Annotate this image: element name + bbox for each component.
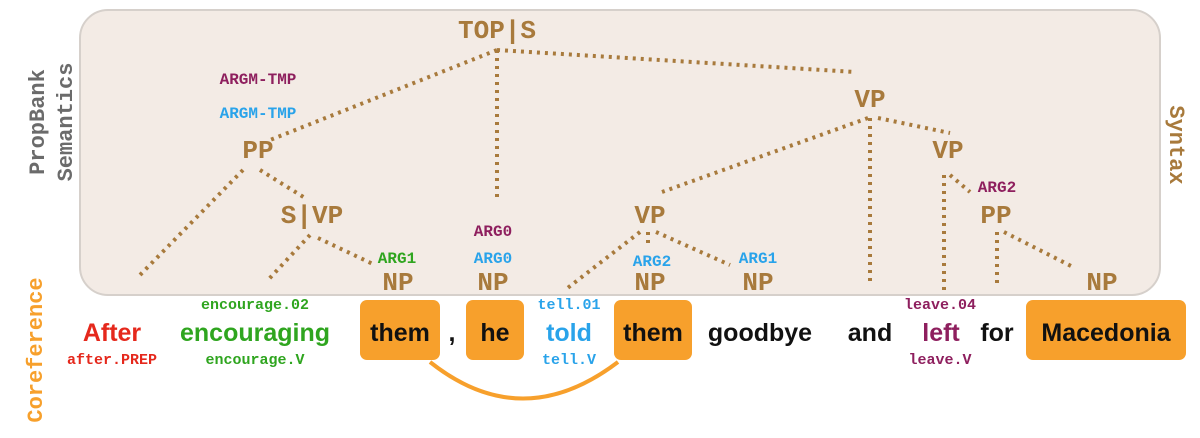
node-pp-for: PP [980,201,1011,231]
node-top-s: TOP|S [458,16,536,46]
arg-argm-tmp-tell: ARGM-TMP [220,105,297,123]
node-np-he: NP [477,268,508,298]
arg-argm-tmp-leave: ARGM-TMP [220,71,297,89]
side-labels: PropBank Semantics Syntax Coreference [24,63,1188,423]
propbank-args: ARGM-TMP ARGM-TMP ARG1 ARG0 ARG0 ARG2 AR… [220,71,1017,271]
word-comma: , [449,319,456,347]
word-them1: them [370,319,430,347]
sense-after-prep: after.PREP [67,352,157,369]
tree-edges [138,48,1076,292]
word-encouraging: encouraging [180,319,330,347]
coref-box-macedonia [1026,300,1186,360]
coref-boxes [360,300,1186,401]
coreference-label: Coreference [24,277,49,422]
node-s-vp: S|VP [281,201,343,231]
coref-box-them2 [614,300,692,360]
syntax-nodes: TOP|S VP PP VP S|VP VP PP NP NP NP NP NP [242,16,1117,298]
sense-encourage-02: encourage.02 [201,297,309,314]
propbank-label: PropBank [26,69,51,175]
sense-labels: encourage.02 after.PREP encourage.V tell… [67,297,976,369]
arg-arg0-leave: ARG0 [474,223,512,241]
semantics-label: Semantics [54,63,79,182]
sentence: After encouraging them , he told them go… [83,319,1172,347]
syntax-panel [79,9,1161,296]
arg-arg1-encourage: ARG1 [378,250,416,268]
coref-box-he [466,300,524,360]
coref-link-them [428,360,620,401]
node-vp-told: VP [634,201,665,231]
node-np-macedonia: NP [1086,268,1117,298]
sense-tell-01: tell.01 [537,297,600,314]
node-np-goodbye: NP [742,268,773,298]
node-np-them2: NP [634,268,665,298]
arg-arg2-tell: ARG2 [633,253,671,271]
syntax-label: Syntax [1163,105,1188,184]
sense-tell-v: tell.V [542,352,596,369]
sense-leave-04: leave.04 [904,297,976,314]
node-vp-left: VP [932,136,963,166]
node-pp: PP [242,136,273,166]
word-and: and [848,319,892,347]
node-np-them1: NP [382,268,413,298]
word-macedonia: Macedonia [1041,319,1171,347]
word-he: he [480,319,509,347]
word-after: After [83,319,142,347]
word-left: left [922,319,960,347]
word-goodbye: goodbye [708,319,812,347]
arg-arg0-tell: ARG0 [474,250,512,268]
sense-leave-v: leave.V [908,352,971,369]
arg-arg2-leave: ARG2 [978,179,1016,197]
sense-encourage-v: encourage.V [205,352,304,369]
coref-box-them1 [360,300,440,360]
node-vp-main: VP [854,85,885,115]
word-told: told [546,319,592,347]
arg-arg1-tell: ARG1 [739,250,777,268]
word-for: for [980,319,1014,347]
word-them2: them [623,319,683,347]
